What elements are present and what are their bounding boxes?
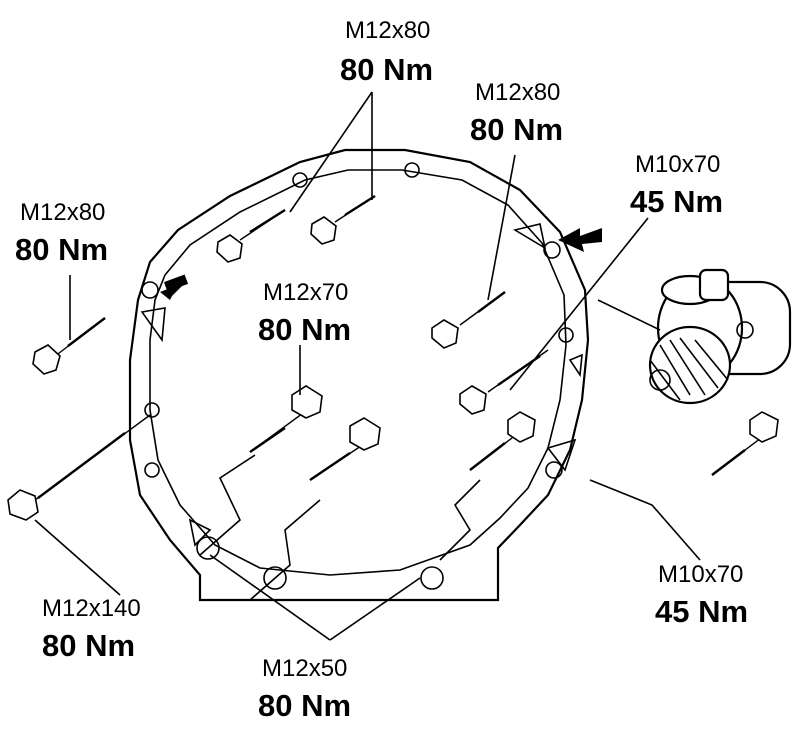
callout-left: M12x80 80 Nm [15, 199, 108, 267]
leader-lines [34, 91, 701, 641]
bolt-size-label: M12x80 [20, 199, 105, 226]
bolt-size-label: M12x80 [345, 17, 430, 44]
callout-right-lower: M10x70 45 Nm [655, 561, 748, 629]
callout-center: M12x70 80 Nm [258, 279, 351, 347]
bolt-long-m12x140 [7, 414, 151, 521]
bolt-top-right [431, 291, 506, 349]
callout-top-right-upper: M12x80 80 Nm [470, 79, 563, 147]
bolt-center-m12x50 [309, 417, 381, 481]
bolt-size-label: M12x70 [263, 279, 348, 306]
callout-top-left-upper: M12x80 80 Nm [340, 17, 433, 87]
callout-bottom-left: M12x140 80 Nm [42, 595, 141, 663]
torque-value: 80 Nm [258, 688, 351, 723]
bolt-top-left-1 [216, 208, 286, 263]
bolt-size-label: M10x70 [635, 151, 720, 178]
torque-value: 45 Nm [655, 594, 748, 629]
starter-motor [648, 268, 792, 405]
bolt-size-label: M12x50 [262, 655, 347, 682]
bolt-size-label: M12x140 [42, 595, 141, 622]
torque-value: 80 Nm [15, 232, 108, 267]
callout-right-upper: M10x70 45 Nm [630, 151, 723, 219]
bellhousing-flange [128, 148, 590, 602]
bolt-size-label: M12x80 [475, 79, 560, 106]
arrow-right [558, 228, 602, 252]
torque-value: 80 Nm [258, 312, 351, 347]
arrow-left [160, 274, 189, 300]
torque-value: 80 Nm [340, 52, 433, 87]
bolt-right-m12x50 [469, 411, 536, 471]
torque-value: 45 Nm [630, 184, 723, 219]
torque-value: 80 Nm [470, 112, 563, 147]
bolt-top-left-2 [310, 194, 376, 245]
callout-bottom-center: M12x50 80 Nm [258, 655, 351, 723]
bolt-size-label: M10x70 [658, 561, 743, 588]
torque-value: 80 Nm [42, 628, 135, 663]
bolt-starter-m10x70 [711, 411, 779, 476]
bolt-left-flange [32, 317, 106, 375]
